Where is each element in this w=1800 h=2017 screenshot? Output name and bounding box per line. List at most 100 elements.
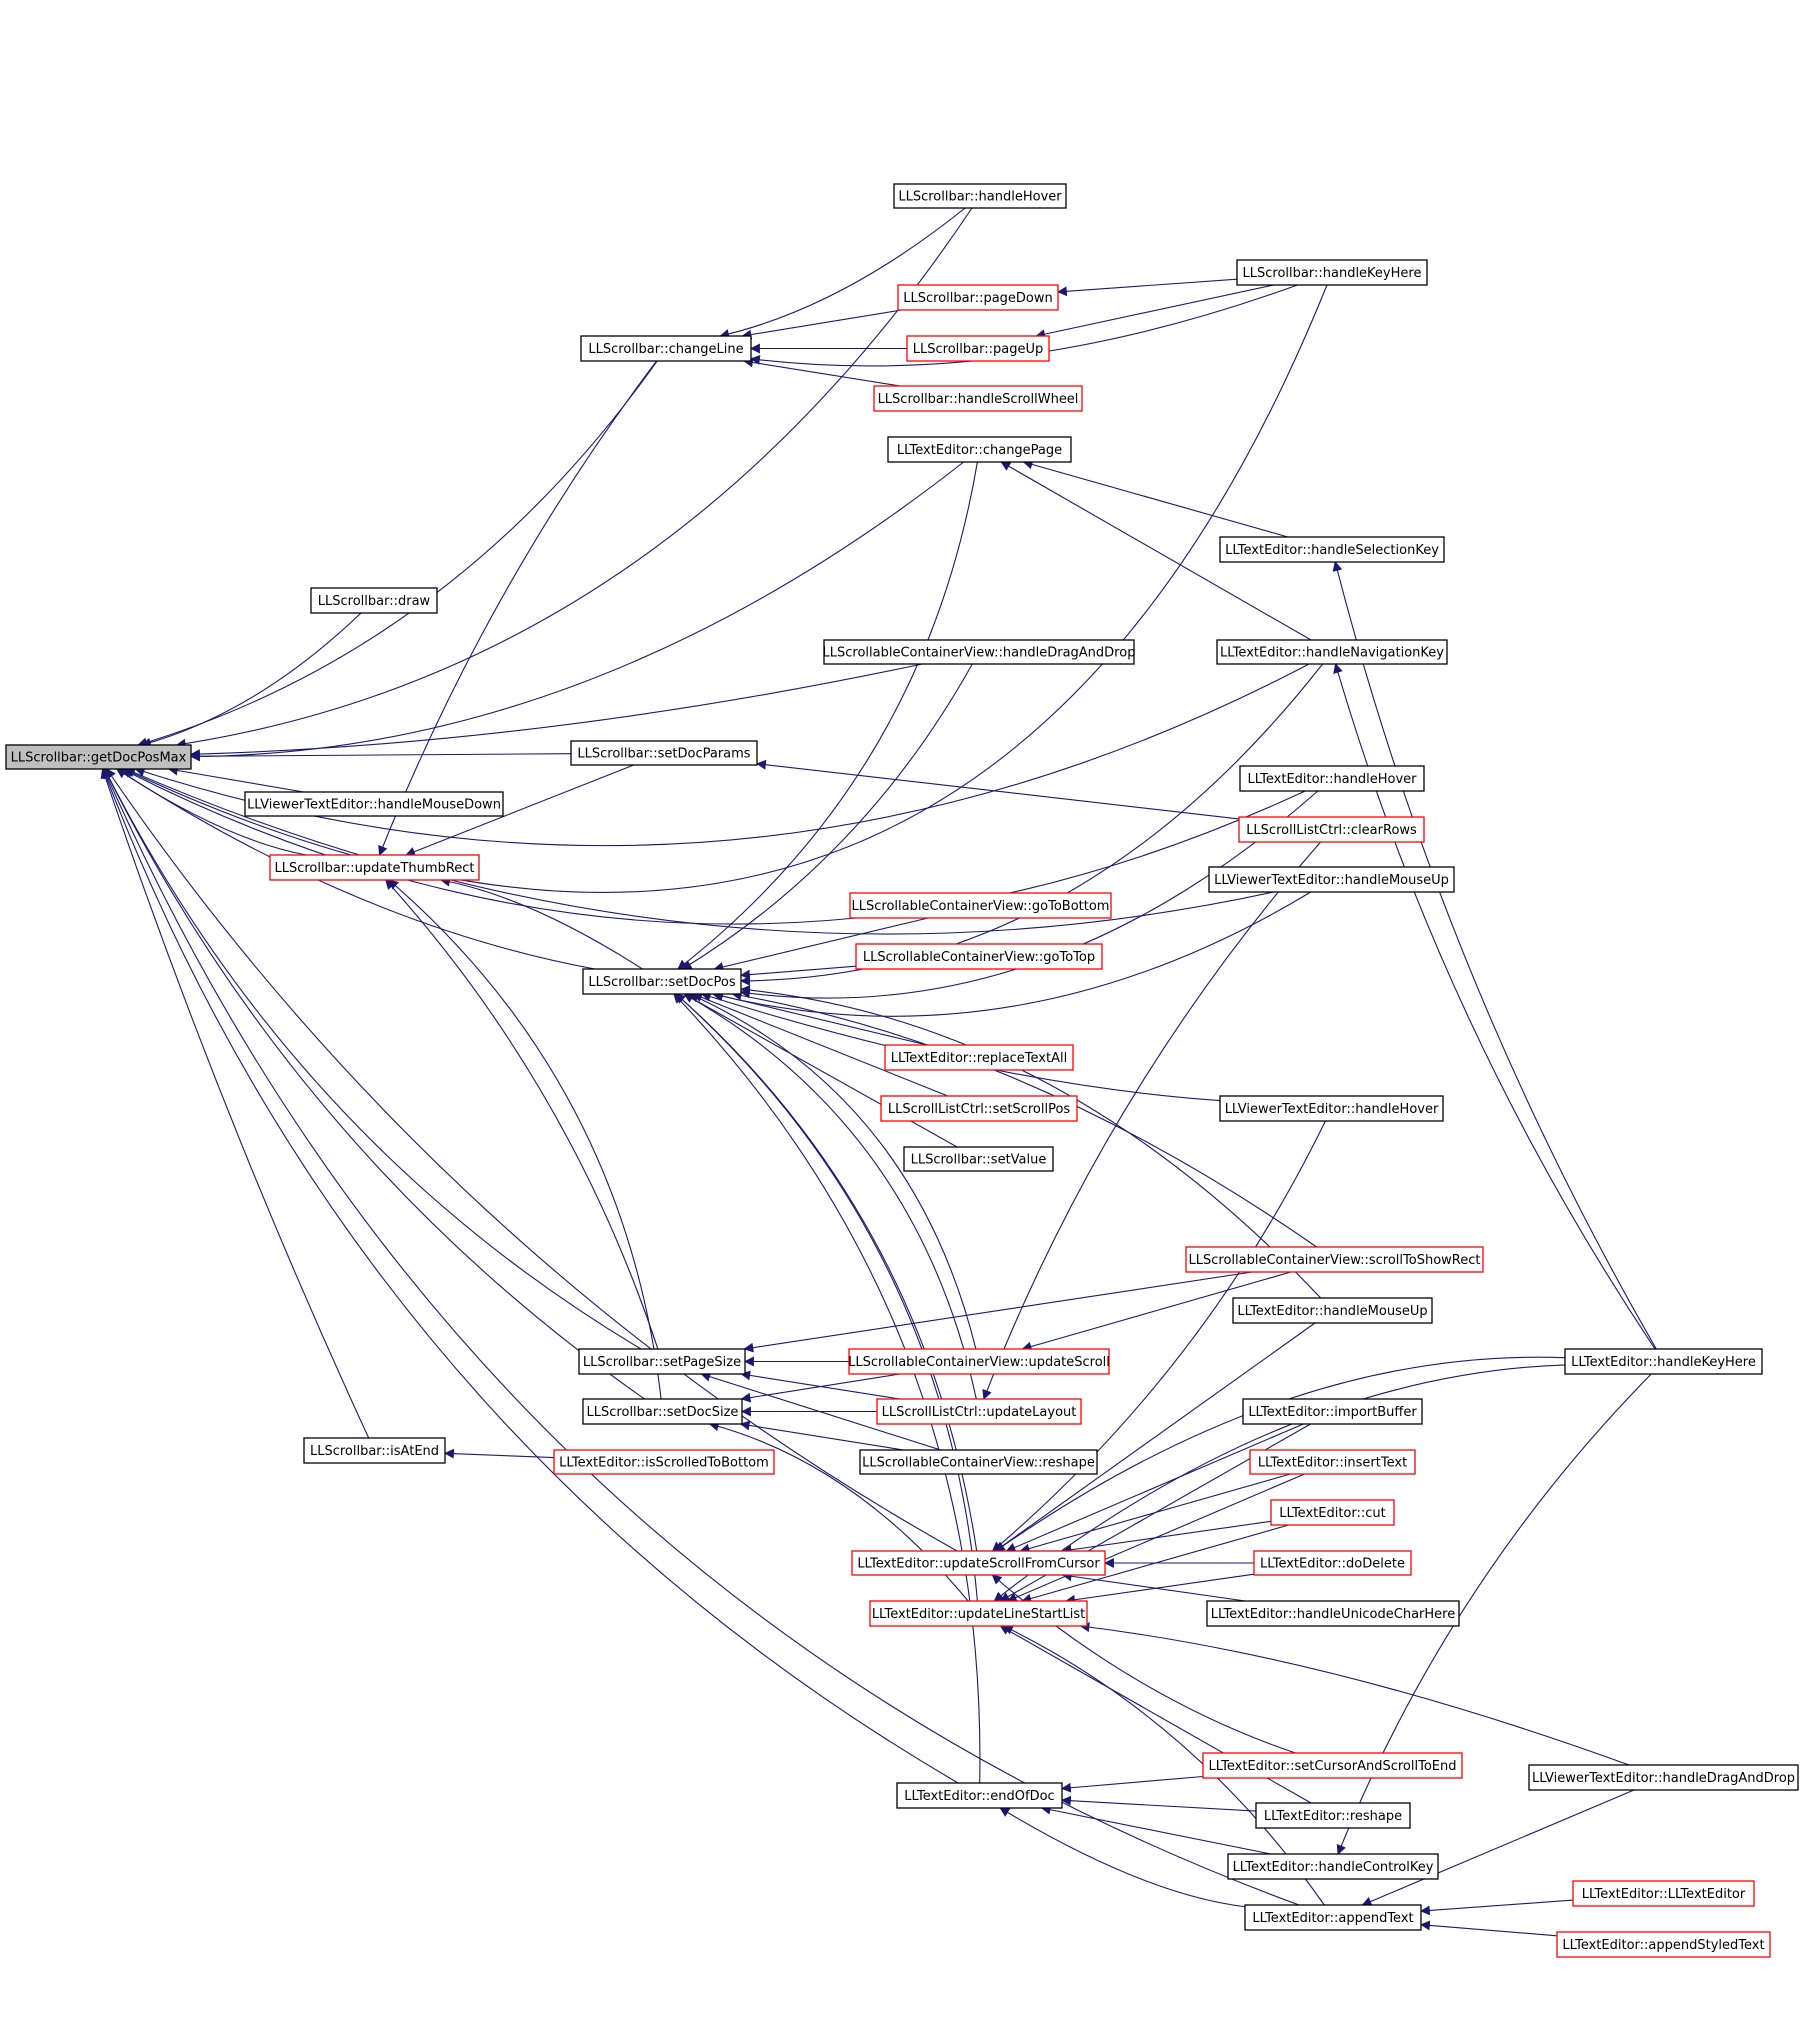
graph-node-setCursorScrollEnd[interactable]: LLTextEditor::setCursorAndScrollToEnd — [1202, 1752, 1463, 1779]
node-box — [1249, 1449, 1416, 1475]
call-edge — [1061, 1775, 1204, 1793]
graph-node-goToTop[interactable]: LLScrollableContainerView::goToTop — [855, 943, 1103, 970]
graph-node-vteMouseDown[interactable]: LLViewerTextEditor::handleMouseDown — [244, 791, 504, 817]
graph-node-clearRows[interactable]: LLScrollListCtrl::clearRows — [1238, 816, 1425, 843]
graph-node-teReshape[interactable]: LLTextEditor::reshape — [1255, 1802, 1411, 1829]
graph-node-goToBottom[interactable]: LLScrollableContainerView::goToBottom — [849, 892, 1112, 919]
node-label: LLTextEditor::replaceTextAll — [891, 1051, 1067, 1066]
call-edge — [675, 993, 978, 1602]
graph-node-scrollToShowRect[interactable]: LLScrollableContainerView::scrollToShowR… — [1185, 1246, 1484, 1273]
call-edge — [1021, 1524, 1289, 1604]
node-box — [582, 968, 742, 995]
graph-node-unicodeCharHere[interactable]: LLTextEditor::handleUnicodeCharHere — [1206, 1600, 1460, 1627]
graph-node-setPageSize[interactable]: LLScrollbar::setPageSize — [578, 1348, 746, 1375]
graph-node-doDelete[interactable]: LLTextEditor::doDelete — [1253, 1550, 1412, 1576]
node-box — [1238, 816, 1425, 843]
graph-node-vteDragDrop[interactable]: LLViewerTextEditor::handleDragAndDrop — [1528, 1764, 1799, 1791]
graph-node-appendStyledText[interactable]: LLTextEditor::appendStyledText — [1556, 1931, 1771, 1958]
graph-node-updateLayout[interactable]: LLScrollListCtrl::updateLayout — [876, 1398, 1082, 1425]
node-label: LLScrollbar::setPageSize — [583, 1355, 741, 1370]
node-label: LLScrollListCtrl::setScrollPos — [888, 1102, 1071, 1117]
graph-node-isAtEnd[interactable]: LLScrollbar::isAtEnd — [303, 1437, 446, 1464]
call-edge — [739, 1420, 904, 1451]
graph-node-isScrolledToBottom[interactable]: LLTextEditor::isScrolledToBottom — [553, 1449, 775, 1475]
graph-node-vteMouseUp[interactable]: LLViewerTextEditor::handleMouseUp — [1208, 866, 1455, 893]
graph-node-endOfDoc[interactable]: LLTextEditor::endOfDoc — [896, 1782, 1063, 1809]
graph-node-controlKey[interactable]: LLTextEditor::handleControlKey — [1227, 1853, 1439, 1880]
graph-node-updateThumbRect[interactable]: LLScrollbar::updateThumbRect — [269, 854, 480, 881]
node-label: LLScrollbar::setDocParams — [577, 747, 750, 762]
graph-node-sbHandleHover[interactable]: LLScrollbar::handleHover — [893, 183, 1067, 209]
graph-node-teHandleHover[interactable]: LLTextEditor::handleHover — [1239, 765, 1425, 792]
graph-node-vteHandleHover[interactable]: LLViewerTextEditor::handleHover — [1219, 1095, 1444, 1122]
node-label: LLScrollableContainerView::goToTop — [863, 950, 1095, 965]
call-edge — [991, 1120, 1326, 1552]
graph-node-changePage[interactable]: LLTextEditor::changePage — [887, 436, 1072, 463]
graph-node-handleScrollWheel[interactable]: LLScrollbar::handleScrollWheel — [873, 385, 1083, 412]
graph-node-setDocParams[interactable]: LLScrollbar::setDocParams — [570, 740, 758, 766]
graph-node-teKeyHere[interactable]: LLTextEditor::handleKeyHere — [1564, 1348, 1763, 1375]
call-edge — [101, 768, 959, 1784]
node-label: LLTextEditor::cut — [1279, 1506, 1385, 1521]
graph-node-insertText[interactable]: LLTextEditor::insertText — [1249, 1449, 1416, 1475]
call-edge — [713, 917, 929, 972]
graph-node-setDocPos[interactable]: LLScrollbar::setDocPos — [582, 968, 742, 995]
call-edge — [1000, 461, 1312, 641]
call-edge — [1061, 1520, 1272, 1555]
graph-node-setDocSize[interactable]: LLScrollbar::setDocSize — [582, 1398, 743, 1425]
graph-node-updateScrollFromCursor[interactable]: LLTextEditor::updateScrollFromCursor — [851, 1550, 1106, 1576]
call-edge — [106, 768, 958, 1552]
call-edge — [440, 876, 643, 970]
graph-node-getDocPosMax[interactable]: LLScrollbar::getDocPosMax — [5, 744, 192, 770]
call-edge — [444, 1448, 555, 1459]
node-label: LLScrollbar::setValue — [911, 1153, 1047, 1168]
node-box — [1255, 1802, 1411, 1829]
graph-node-scvDragDrop[interactable]: LLScrollableContainerView::handleDragAnd… — [823, 639, 1136, 665]
call-edge — [683, 993, 977, 1400]
node-box — [1242, 1398, 1423, 1425]
call-edge — [999, 1423, 1311, 1602]
graph-node-teNavKey[interactable]: LLTextEditor::handleNavigationKey — [1216, 639, 1448, 665]
graph-node-replaceTextAll[interactable]: LLTextEditor::replaceTextAll — [884, 1044, 1074, 1071]
call-edge — [190, 663, 923, 759]
call-edge — [740, 1373, 900, 1403]
graph-node-setValue[interactable]: LLScrollbar::setValue — [903, 1146, 1054, 1172]
graph-node-pageUp[interactable]: LLScrollbar::pageUp — [906, 335, 1050, 362]
graph-node-updateLineStartList[interactable]: LLTextEditor::updateLineStartList — [869, 1600, 1088, 1627]
graph-node-importBuffer[interactable]: LLTextEditor::importBuffer — [1242, 1398, 1423, 1425]
call-edge — [743, 357, 901, 387]
graph-node-teMouseUp[interactable]: LLTextEditor::handleMouseUp — [1232, 1297, 1433, 1324]
node-label: LLTextEditor::insertText — [1258, 1456, 1407, 1471]
graph-node-setScrollPos[interactable]: LLScrollListCtrl::setScrollPos — [880, 1095, 1078, 1122]
graph-node-sbDraw[interactable]: LLScrollbar::draw — [310, 587, 438, 614]
graph-node-changeLine[interactable]: LLScrollbar::changeLine — [580, 335, 752, 362]
call-edge — [719, 207, 966, 339]
call-edge — [1061, 1795, 1257, 1812]
call-edge — [1420, 1920, 1558, 1937]
edge-layer — [100, 207, 1657, 1937]
graph-node-handleSelectionKey[interactable]: LLTextEditor::handleSelectionKey — [1219, 536, 1445, 563]
call-edge — [104, 768, 642, 1350]
call-edge — [999, 1625, 1312, 1804]
graph-node-ctor[interactable]: LLTextEditor::LLTextEditor — [1572, 1880, 1755, 1907]
node-label: LLScrollableContainerView::handleDragAnd… — [823, 646, 1136, 661]
node-label: LLScrollbar::draw — [318, 594, 431, 609]
node-label: LLTextEditor::handleUnicodeCharHere — [1211, 1607, 1455, 1622]
node-label: LLTextEditor::updateLineStartList — [872, 1607, 1085, 1622]
node-box — [869, 1600, 1088, 1627]
graph-node-updateScroll[interactable]: LLScrollableContainerView::updateScroll — [848, 1348, 1110, 1375]
graph-node-cut[interactable]: LLTextEditor::cut — [1270, 1499, 1395, 1526]
node-box — [1239, 765, 1425, 792]
graph-node-appendText[interactable]: LLTextEditor::appendText — [1244, 1904, 1422, 1931]
node-box — [884, 1044, 1074, 1071]
node-box — [570, 740, 758, 766]
node-box — [1202, 1752, 1463, 1779]
call-edge — [740, 985, 1322, 1299]
graph-node-sbHandleKeyHere[interactable]: LLScrollbar::handleKeyHere — [1236, 259, 1428, 286]
call-edge — [740, 965, 857, 980]
graph-node-scvReshape[interactable]: LLScrollableContainerView::reshape — [859, 1449, 1098, 1475]
node-box — [1208, 866, 1455, 893]
node-label: LLViewerTextEditor::handleHover — [1225, 1102, 1439, 1117]
graph-node-pageDown[interactable]: LLScrollbar::pageDown — [897, 284, 1059, 311]
